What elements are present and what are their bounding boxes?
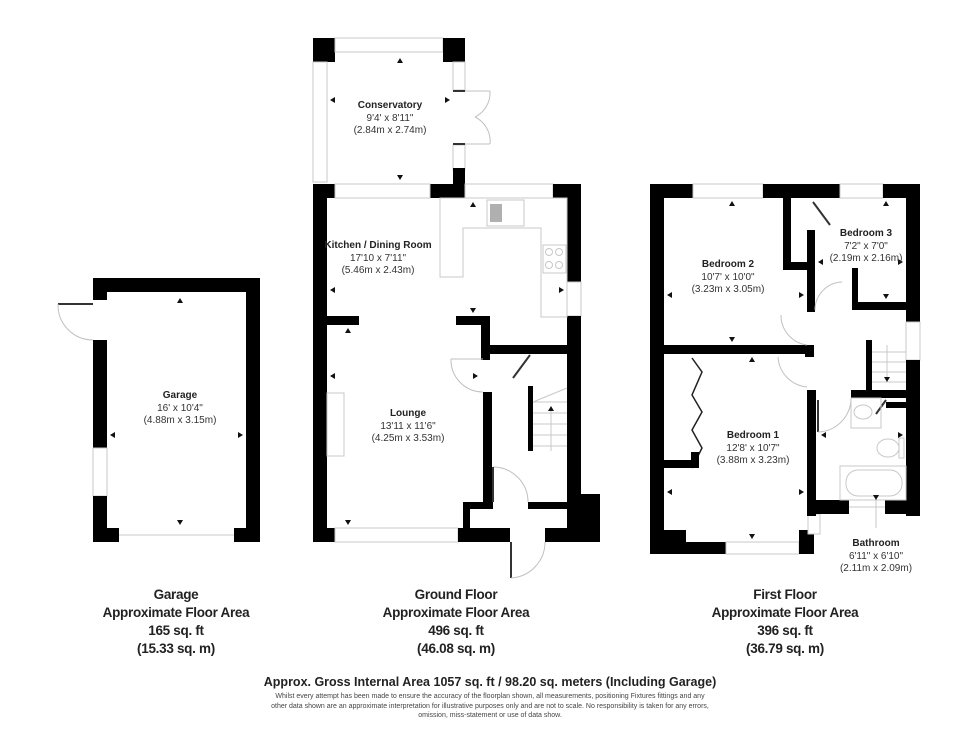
bedroom3-window (839, 183, 884, 199)
room-dim-imperial: 10'7' x 10'0" (701, 271, 755, 283)
summary-title: First Floor (753, 587, 817, 602)
garage-plan (57, 278, 260, 542)
understairs-door (512, 354, 531, 379)
bedroom3-door-swing (814, 281, 843, 311)
summary-subtitle: Approximate Floor Area (382, 605, 530, 620)
room-dim-imperial: 9'4' x 8'11" (366, 112, 414, 124)
room-dim-metric: (2.11m x 2.09m) (839, 563, 913, 574)
room-name: Bedroom 3 (839, 228, 893, 239)
bedroom3-cupboard-door (812, 201, 831, 226)
room-label-bedroom-2: Bedroom 2 10'7' x 10'0" (3.23m x 3.05m) (692, 259, 765, 297)
summary-title: Ground Floor (414, 587, 498, 602)
bathroom-toilet (876, 438, 900, 458)
first-floor-area-summary: First Floor Approximate Floor Area 396 s… (712, 586, 859, 658)
ground-floor-area-summary: Ground Floor Approximate Floor Area 496 … (383, 586, 530, 658)
lounge-door-swing (450, 358, 484, 393)
bathroom-basin (853, 404, 873, 420)
room-dim-metric: (3.23m x 3.05m) (691, 284, 765, 295)
kitchen-sink (486, 199, 525, 227)
room-label-garage: Garage 16' x 10'4" (4.88m x 3.15m) (144, 390, 217, 428)
conservatory-left-window (312, 61, 328, 183)
wardrobe-doors (691, 357, 703, 469)
summary-sqft: 396 sq. ft (757, 623, 813, 638)
room-name: Bedroom 2 (701, 259, 755, 270)
bedroom2-door-swing (780, 314, 808, 346)
bedroom2-window (692, 183, 764, 199)
garage-area-summary: Garage Approximate Floor Area 165 sq. ft… (103, 586, 250, 658)
room-label-bedroom-3: Bedroom 3 7'2" x 7'0" (2.19m x 2.16m) (830, 228, 903, 266)
room-dim-imperial: 16' x 10'4" (157, 402, 203, 414)
summary-sqm: (46.08 sq. m) (417, 641, 495, 656)
room-label-bedroom-1: Bedroom 1 12'8' x 10'7" (3.88m x 3.23m) (717, 430, 790, 468)
bedroom1-door-swing (777, 356, 808, 388)
conservatory-rear-window (334, 37, 444, 53)
room-dim-metric: (4.88m x 3.15m) (143, 415, 217, 426)
room-label-bathroom: Bathroom 6'11" x 6'10" (2.11m x 2.09m) (840, 538, 912, 576)
summary-sqft: 496 sq. ft (428, 623, 484, 638)
garage-side-window (92, 447, 108, 497)
room-dim-metric: (4.25m x 3.53m) (371, 433, 445, 444)
ground-floor-plan (312, 37, 600, 579)
bathroom-door-swing (817, 397, 852, 433)
bedroom1-front-window (725, 541, 800, 555)
room-dim-metric: (2.84m x 2.74m) (353, 125, 427, 136)
room-dim-metric: (3.88m x 3.23m) (716, 455, 790, 466)
room-dim-imperial: 6'11" x 6'10" (848, 550, 904, 562)
room-name: Garage (162, 390, 198, 401)
kitchen-side-window (566, 281, 582, 317)
room-name: Bathroom (852, 538, 900, 549)
lounge-front-window (334, 527, 459, 543)
room-dim-imperial: 17'10 x 7'11" (349, 252, 407, 264)
summary-sqft: 165 sq. ft (148, 623, 204, 638)
room-name: Kitchen / Dining Room (324, 240, 432, 251)
summary-subtitle: Approximate Floor Area (102, 605, 250, 620)
bathroom-bath (839, 465, 907, 501)
room-name: Lounge (389, 408, 427, 419)
room-label-conservatory: Conservatory 9'4' x 8'11" (2.84m x 2.74m… (354, 100, 427, 138)
room-name: Bedroom 1 (726, 430, 780, 441)
summary-sqm: (15.33 sq. m) (137, 641, 215, 656)
kitchen-worktop (439, 197, 568, 318)
summary-sqm: (36.79 sq. m) (746, 641, 824, 656)
gross-internal-area: Approx. Gross Internal Area 1057 sq. ft … (263, 675, 717, 689)
kitchen-rear-door-window (334, 183, 431, 199)
landing-window (905, 321, 921, 361)
disclaimer-text: Whilst every attempt has been made to en… (271, 693, 709, 719)
room-dim-metric: (5.46m x 2.43m) (341, 265, 415, 276)
ground-floor-stairs (532, 387, 568, 451)
conservatory-french-doors (465, 90, 491, 145)
room-dim-metric: (2.19m x 2.16m) (829, 253, 903, 264)
room-dim-imperial: 7'2" x 7'0" (844, 240, 888, 252)
kitchen-hob (542, 244, 567, 274)
lounge-fireplace (326, 392, 345, 457)
first-floor-plan (650, 183, 921, 555)
summary-title: Garage (153, 587, 199, 602)
first-floor-stairs (872, 345, 906, 383)
room-dim-imperial: 13'11 x 11'6" (380, 420, 436, 432)
room-dim-imperial: 12'8' x 10'7" (726, 442, 780, 454)
summary-subtitle: Approximate Floor Area (711, 605, 859, 620)
hall-door-swing (492, 466, 529, 503)
room-label-lounge: Lounge 13'11 x 11'6" (4.25m x 3.53m) (372, 408, 445, 446)
room-name: Conservatory (357, 100, 423, 111)
room-label-kitchen-dining: Kitchen / Dining Room 17'10 x 7'11" (5.4… (324, 240, 431, 278)
